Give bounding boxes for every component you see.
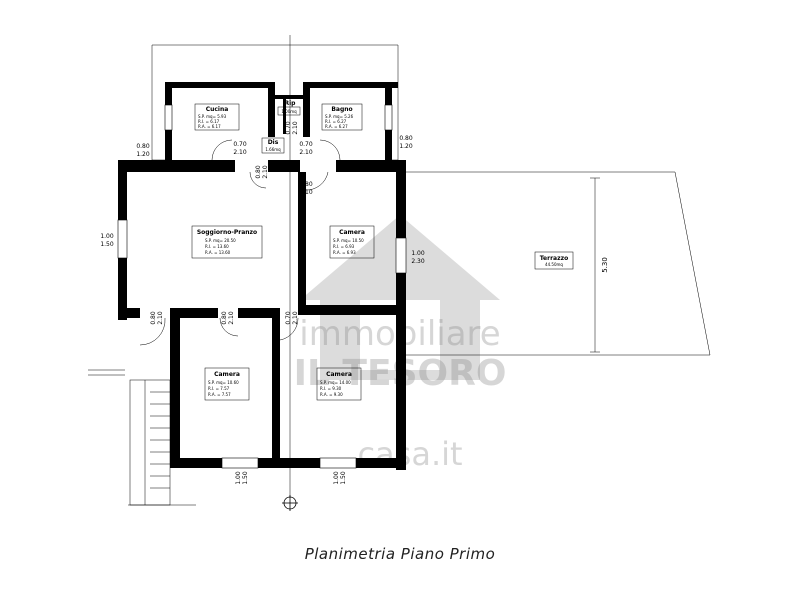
camera1-ri: R.I. = 6.93 [333, 244, 355, 249]
svg-text:0.80: 0.80 [299, 181, 313, 188]
soggiorno-name: Soggiorno-Pranzo [197, 229, 257, 236]
cucina-name: Cucina [206, 106, 229, 113]
svg-text:1.50: 1.50 [340, 471, 347, 485]
camera3-name: Camera [326, 371, 352, 378]
camera2-sp: S.P. mq= 10.60 [208, 380, 239, 385]
svg-text:1.20: 1.20 [136, 151, 150, 158]
room-terrazzo: Terrazzo 44.50mq [534, 251, 574, 270]
room-dis: Dis 1.66mq [261, 137, 285, 154]
soggiorno-sp: S.P. mq= 20.50 [205, 238, 236, 243]
dim-terrazzo-depth: 5.30 [601, 257, 609, 273]
camera3-sp: S.P. mq= 14.00 [320, 380, 351, 385]
svg-text:0.80: 0.80 [221, 311, 228, 325]
svg-text:0.70: 0.70 [285, 121, 292, 135]
windows [117, 104, 407, 469]
svg-text:1.50: 1.50 [242, 471, 249, 485]
dim-window-soggiorno: 1.00 1.50 [100, 233, 114, 248]
plan-caption: Planimetria Piano Primo [304, 545, 496, 563]
rip-area: 1.00mq [281, 109, 297, 114]
dim-door-ext: 0.80 2.10 [150, 311, 164, 325]
svg-text:0.70: 0.70 [285, 311, 292, 325]
bagno-name: Bagno [331, 106, 352, 113]
room-cucina: Cucina S.P. mq= 5.93 R.I. = 6.17 R.A. = … [194, 103, 240, 131]
room-camera-2: Camera S.P. mq= 10.60 R.I. = 7.57 R.A. =… [204, 367, 250, 401]
bagno-sp: S.P. mq= 5.26 [325, 114, 354, 119]
dim-door-soggiorno: 0.80 2.10 [255, 165, 269, 179]
dim-door-camera2: 0.80 2.10 [221, 311, 235, 325]
svg-text:1.00: 1.00 [333, 471, 340, 485]
soggiorno-ri: R.I. = 13.60 [205, 244, 229, 249]
svg-text:2.10: 2.10 [299, 149, 313, 156]
dim-door-cucina: 0.70 2.10 [233, 141, 247, 156]
dimension-labels: 0.80 1.20 0.80 1.20 0.70 2.10 0.70 2.10 … [100, 121, 609, 485]
room-soggiorno: Soggiorno-Pranzo S.P. mq= 20.50 R.I. = 1… [191, 225, 263, 259]
svg-text:2.10: 2.10 [228, 311, 235, 325]
dim-window-camera3: 1.00 1.50 [333, 471, 347, 485]
svg-text:1.00: 1.00 [411, 250, 425, 257]
svg-text:0.80: 0.80 [136, 143, 150, 150]
bagno-ra: R.A. = 6.27 [325, 124, 348, 129]
camera3-ri: R.I. = 9.30 [320, 386, 342, 391]
dim-window-bagno: 0.80 1.20 [399, 135, 413, 150]
dim-door-camera3: 0.70 2.10 [285, 311, 299, 325]
dis-name: Dis [268, 139, 279, 146]
svg-text:2.10: 2.10 [233, 149, 247, 156]
svg-text:0.70: 0.70 [233, 141, 247, 148]
axis-marker [282, 495, 298, 511]
dim-window-camera1: 1.00 2.30 [411, 250, 425, 265]
cucina-ra: R.A. = 6.17 [198, 124, 221, 129]
svg-text:1.50: 1.50 [100, 241, 114, 248]
svg-text:0.70: 0.70 [299, 141, 313, 148]
svg-text:2.10: 2.10 [292, 121, 299, 135]
doors [139, 139, 341, 346]
terrace [405, 171, 711, 356]
bagno-ri: R.I. = 6.27 [325, 119, 347, 124]
camera2-name: Camera [214, 371, 240, 378]
dis-area: 1.66mq [265, 147, 281, 152]
camera2-ra: R.A. = 7.57 [208, 392, 231, 397]
camera3-ra: R.A. = 9.30 [320, 392, 343, 397]
svg-text:2.10: 2.10 [299, 189, 313, 196]
camera1-name: Camera [339, 229, 365, 236]
dim-door-rip: 0.70 2.10 [285, 121, 299, 135]
svg-text:0.80: 0.80 [399, 135, 413, 142]
terrazzo-name: Terrazzo [540, 255, 568, 262]
camera1-ra: R.A. = 6.93 [333, 250, 356, 255]
rip-name: Rip [285, 100, 297, 107]
soggiorno-ra: R.A. = 13.60 [205, 250, 231, 255]
svg-text:2.10: 2.10 [292, 311, 299, 325]
room-bagno: Bagno S.P. mq= 5.26 R.I. = 6.27 R.A. = 6… [321, 103, 363, 131]
dim-window-cucina: 0.80 1.20 [136, 143, 150, 158]
svg-text:2.10: 2.10 [157, 311, 164, 325]
svg-text:0.80: 0.80 [255, 165, 262, 179]
room-camera-3: Camera S.P. mq= 14.00 R.I. = 9.30 R.A. =… [316, 367, 362, 401]
svg-text:2.10: 2.10 [262, 165, 269, 179]
svg-text:2.30: 2.30 [411, 258, 425, 265]
camera1-sp: S.P. mq= 10.50 [333, 238, 364, 243]
terrazzo-area: 44.50mq [545, 262, 563, 267]
camera2-ri: R.I. = 7.57 [208, 386, 230, 391]
svg-text:1.20: 1.20 [399, 143, 413, 150]
room-camera-1: Camera S.P. mq= 10.50 R.I. = 6.93 R.A. =… [329, 225, 375, 259]
svg-text:1.00: 1.00 [100, 233, 114, 240]
svg-text:1.00: 1.00 [235, 471, 242, 485]
cucina-ri: R.I. = 6.17 [198, 119, 220, 124]
dim-door-camera1: 0.80 2.10 [299, 181, 313, 196]
cucina-sp: S.P. mq= 5.93 [198, 114, 227, 119]
svg-text:0.80: 0.80 [150, 311, 157, 325]
room-rip: Rip 1.00mq [277, 100, 301, 116]
svg-text:5.30: 5.30 [601, 257, 609, 273]
dim-window-camera2: 1.00 1.50 [235, 471, 249, 485]
dim-door-bagno: 0.70 2.10 [299, 141, 313, 156]
